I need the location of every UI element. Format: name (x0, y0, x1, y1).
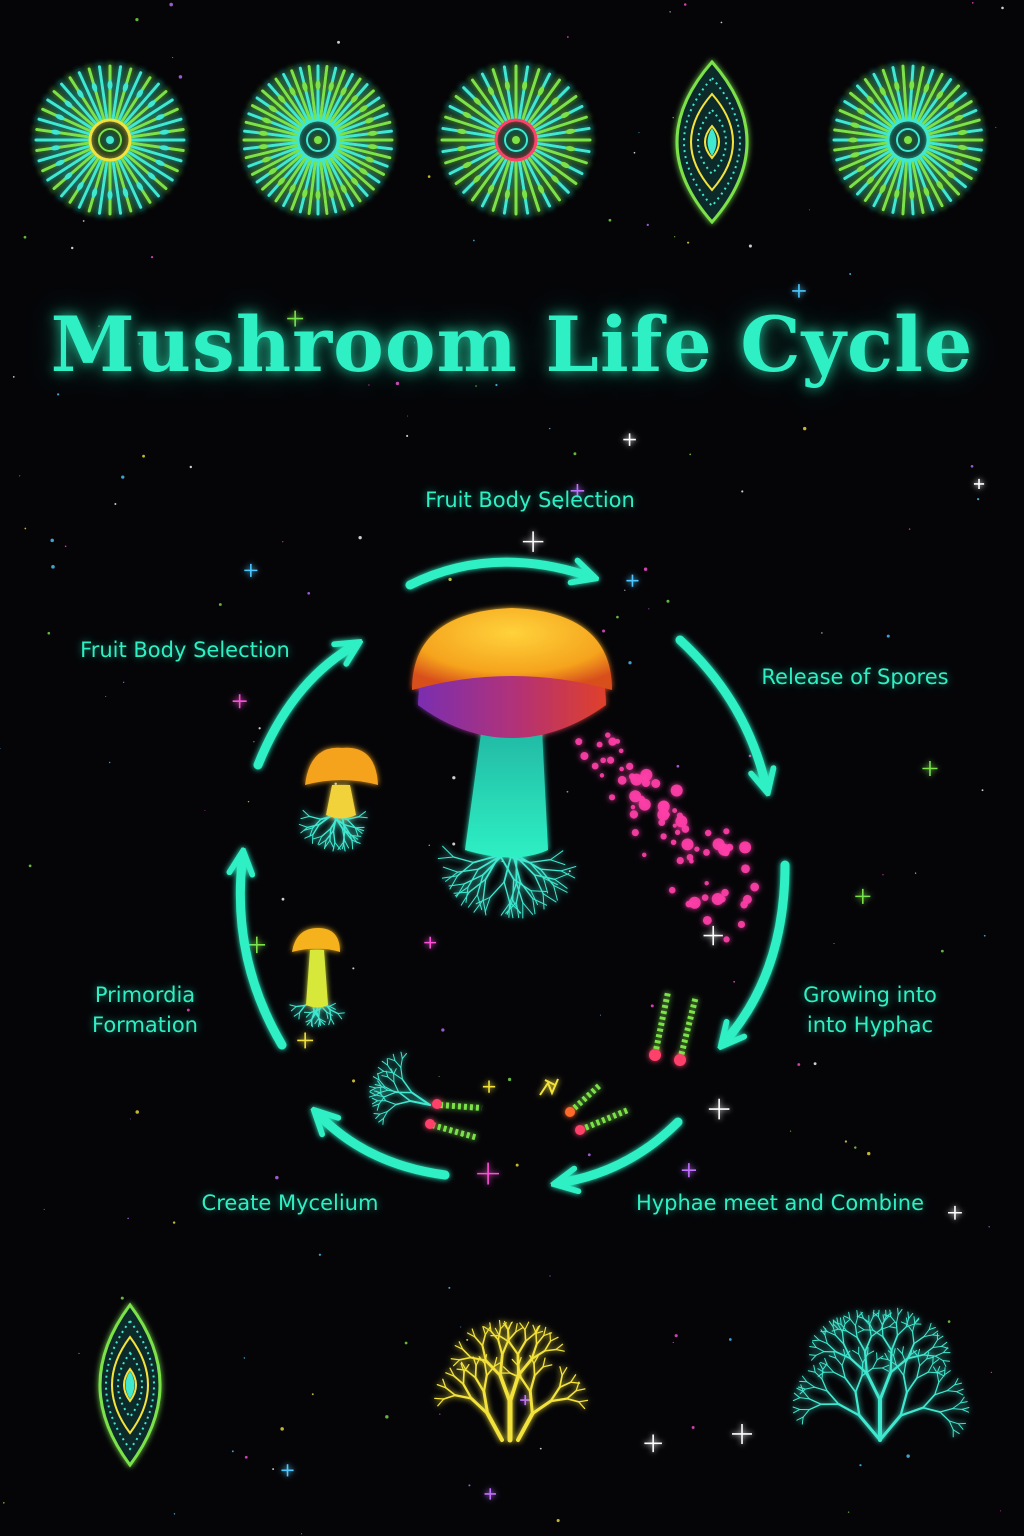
arrow-3 (728, 860, 790, 1038)
arrow-4 (565, 1117, 683, 1182)
stage-label-create-mycelium: Create Mycelium (201, 1191, 379, 1215)
primordia-icon (289, 928, 345, 1028)
stage-label-fruit-body-left: Fruit Body Selection (80, 638, 290, 662)
hyphae-combine-icon (539, 1078, 630, 1135)
star-field (0, 1, 1004, 1535)
stage-label-primordia: Primordia Formation (92, 983, 198, 1037)
radial-mandala-icon (438, 62, 594, 218)
spore-cloud (575, 732, 760, 943)
arrow-1 (405, 557, 585, 590)
radial-mandala-icon (830, 62, 986, 218)
leaf-mandala-icon (98, 1302, 162, 1468)
stage-label-release-spores: Release of Spores (761, 665, 949, 689)
young-mushroom-icon (298, 747, 378, 852)
stage-label-hyphae-combine: Hyphae meet and Combine (635, 1191, 925, 1215)
page-title: Mushroom Life Cycle (50, 300, 974, 389)
stage-label-fruit-body-top: Fruit Body Selection (425, 488, 635, 512)
cycle-arrows (240, 557, 790, 1182)
bottom-art-row (98, 1302, 970, 1468)
stage-label-growing-hyphae: Growing into into Hyphac (803, 983, 937, 1037)
arrow-5 (322, 1118, 450, 1180)
radial-mandala-icon (240, 62, 396, 218)
hyphae-strands-icon (649, 991, 699, 1066)
mushroom-icon (412, 608, 612, 919)
arrow-7 (253, 648, 350, 770)
leaf-mandala-icon (675, 59, 749, 225)
radial-mandala-icon (32, 62, 188, 218)
tree-mycelium-icon (792, 1307, 970, 1442)
arrow-6 (240, 862, 287, 1050)
top-mandala-row (32, 59, 986, 225)
mycelium-network-icon (368, 1051, 483, 1141)
coral-branch-icon (434, 1319, 589, 1443)
arrow-2 (675, 635, 765, 782)
